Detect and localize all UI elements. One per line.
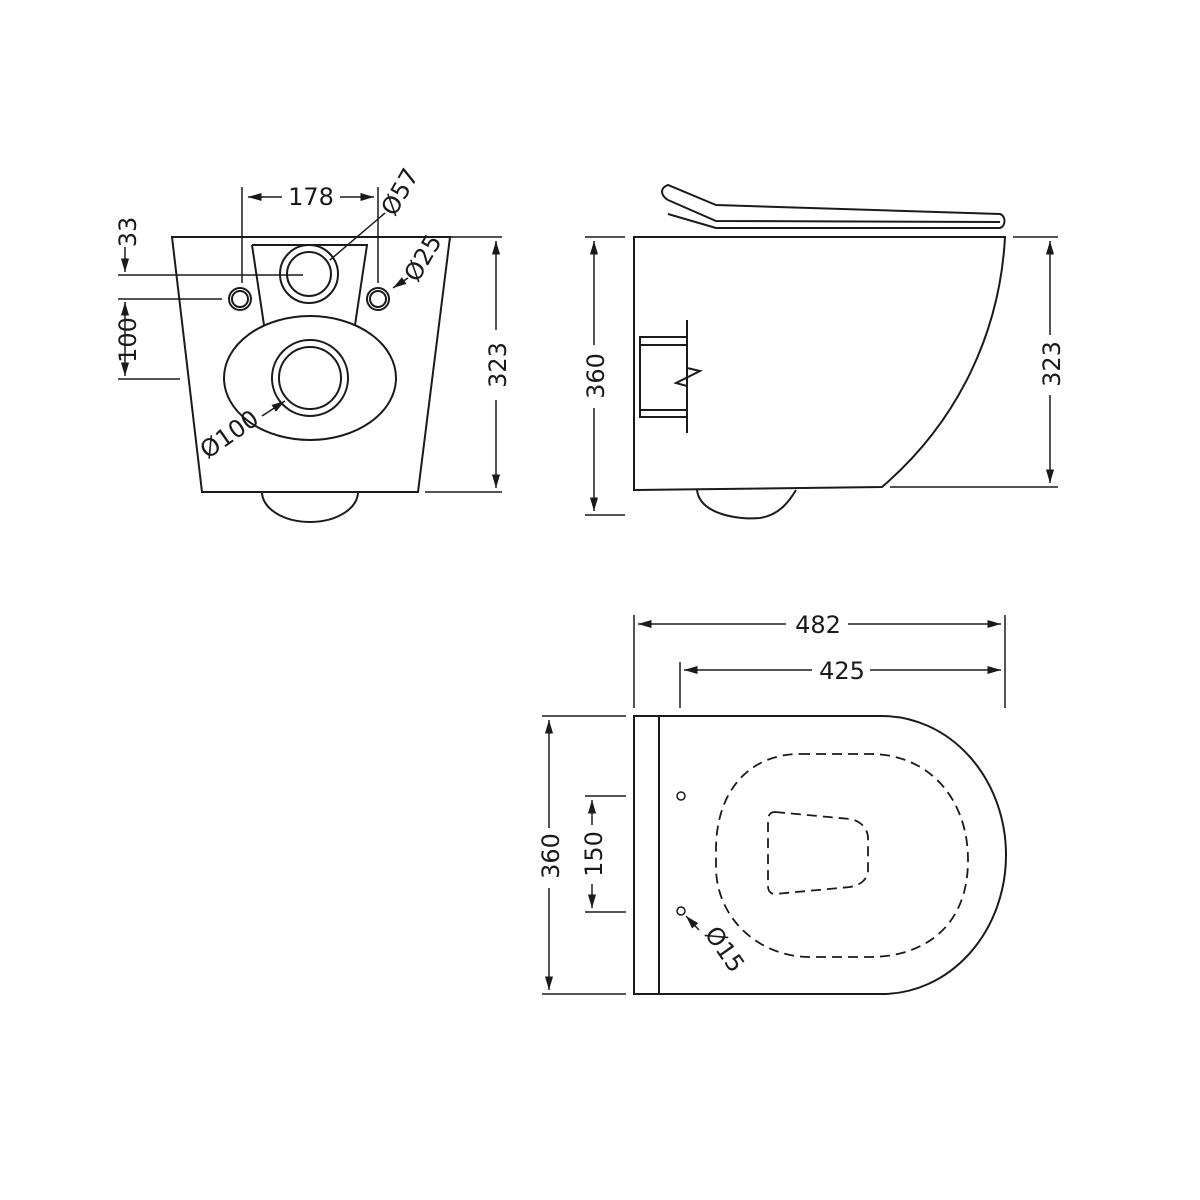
dim-33: 33 <box>114 217 142 248</box>
dim-360-side: 360 <box>582 353 610 399</box>
dim-100: 100 <box>114 317 142 363</box>
dim-482: 482 <box>795 611 841 639</box>
dim-dia-25: Ø25 <box>399 230 448 287</box>
dim-178: 178 <box>288 183 334 211</box>
dim-323-side: 323 <box>1038 341 1066 387</box>
dim-dia-15: Ø15 <box>699 921 750 978</box>
side-view: 360 323 <box>582 183 1066 520</box>
dim-dia-57: Ø57 <box>376 164 425 221</box>
dim-dia-100: Ø100 <box>195 404 264 464</box>
rear-view: 178 33 100 323 Ø57 Ø25 Ø100 <box>114 164 512 523</box>
dim-323-rear: 323 <box>484 342 512 388</box>
dim-360-top: 360 <box>537 833 565 879</box>
dim-150: 150 <box>580 831 608 877</box>
top-view: 482 425 360 150 Ø15 <box>537 611 1007 995</box>
dim-425: 425 <box>819 657 865 685</box>
